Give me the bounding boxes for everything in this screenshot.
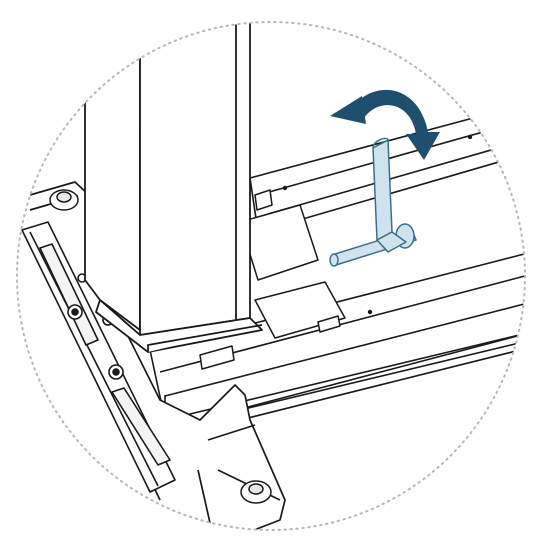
detail-circle-frame (16, 21, 526, 531)
screw-bottom-right (240, 480, 272, 504)
slot-bracket-upper (239, 189, 319, 281)
screw-top-left (49, 189, 79, 211)
table-leg-column (84, 22, 263, 353)
allen-key-icon (329, 137, 417, 267)
side-bracket (21, 221, 176, 493)
slot-bracket-lower (199, 281, 346, 370)
curved-rotation-arrow-icon (330, 89, 440, 160)
